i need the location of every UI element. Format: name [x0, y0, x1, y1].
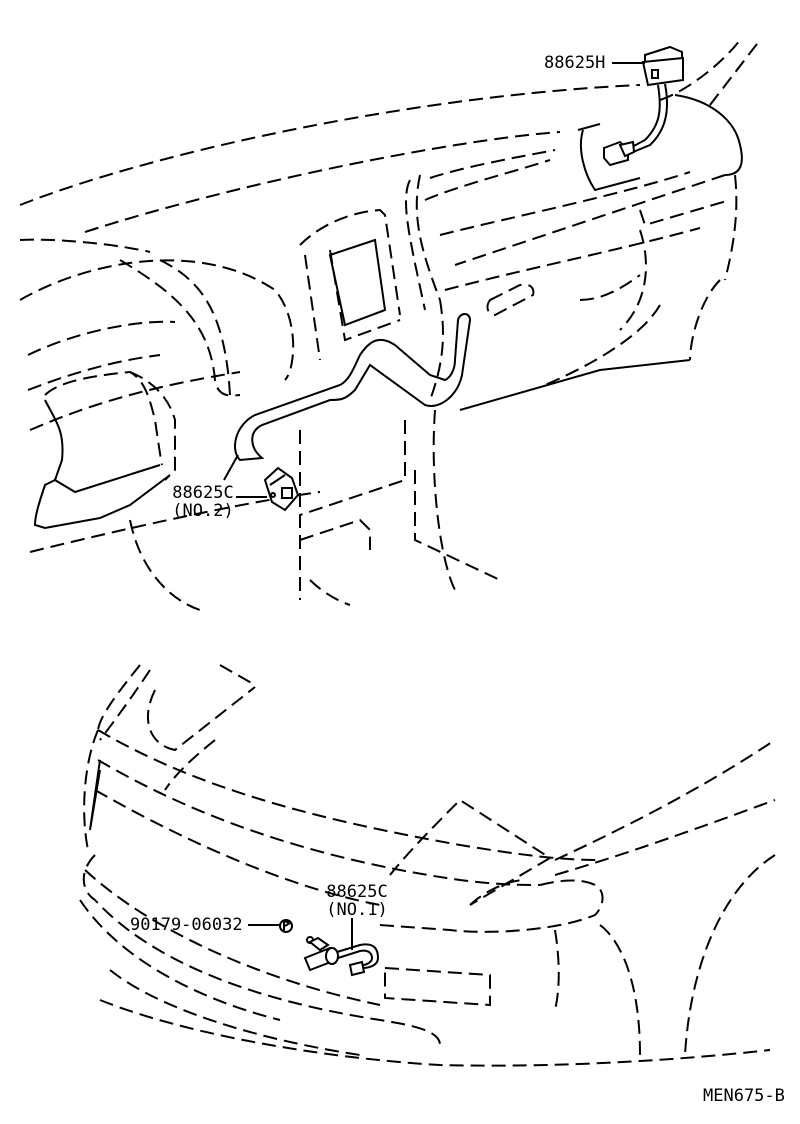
switch-88625h — [577, 45, 684, 192]
callout-88625c-no1-part: 88625C — [326, 882, 388, 902]
callout-88625c-no2: 88625C (NO.2) — [168, 484, 238, 520]
front-bumper-view — [79, 664, 776, 1067]
instrument-panel-view — [19, 39, 761, 611]
drawing-id: MEN675-B — [703, 1086, 785, 1106]
clip-90179-06032 — [279, 919, 293, 933]
callout-88625h: 88625H — [544, 53, 606, 73]
callout-88625c-no1-sub: (NO.1) — [326, 900, 388, 920]
callout-88625c-no2-sub: (NO.2) — [172, 501, 234, 521]
callout-88625c-no1: 88625C (NO.1) — [322, 883, 392, 919]
switch-88625c-no2 — [263, 466, 300, 512]
leader-duct — [223, 454, 239, 481]
callout-88625c-no2-part: 88625C — [172, 483, 234, 503]
callout-90179-06032: 90179-06032 — [130, 915, 243, 935]
switch-88625c-no1 — [303, 936, 380, 977]
